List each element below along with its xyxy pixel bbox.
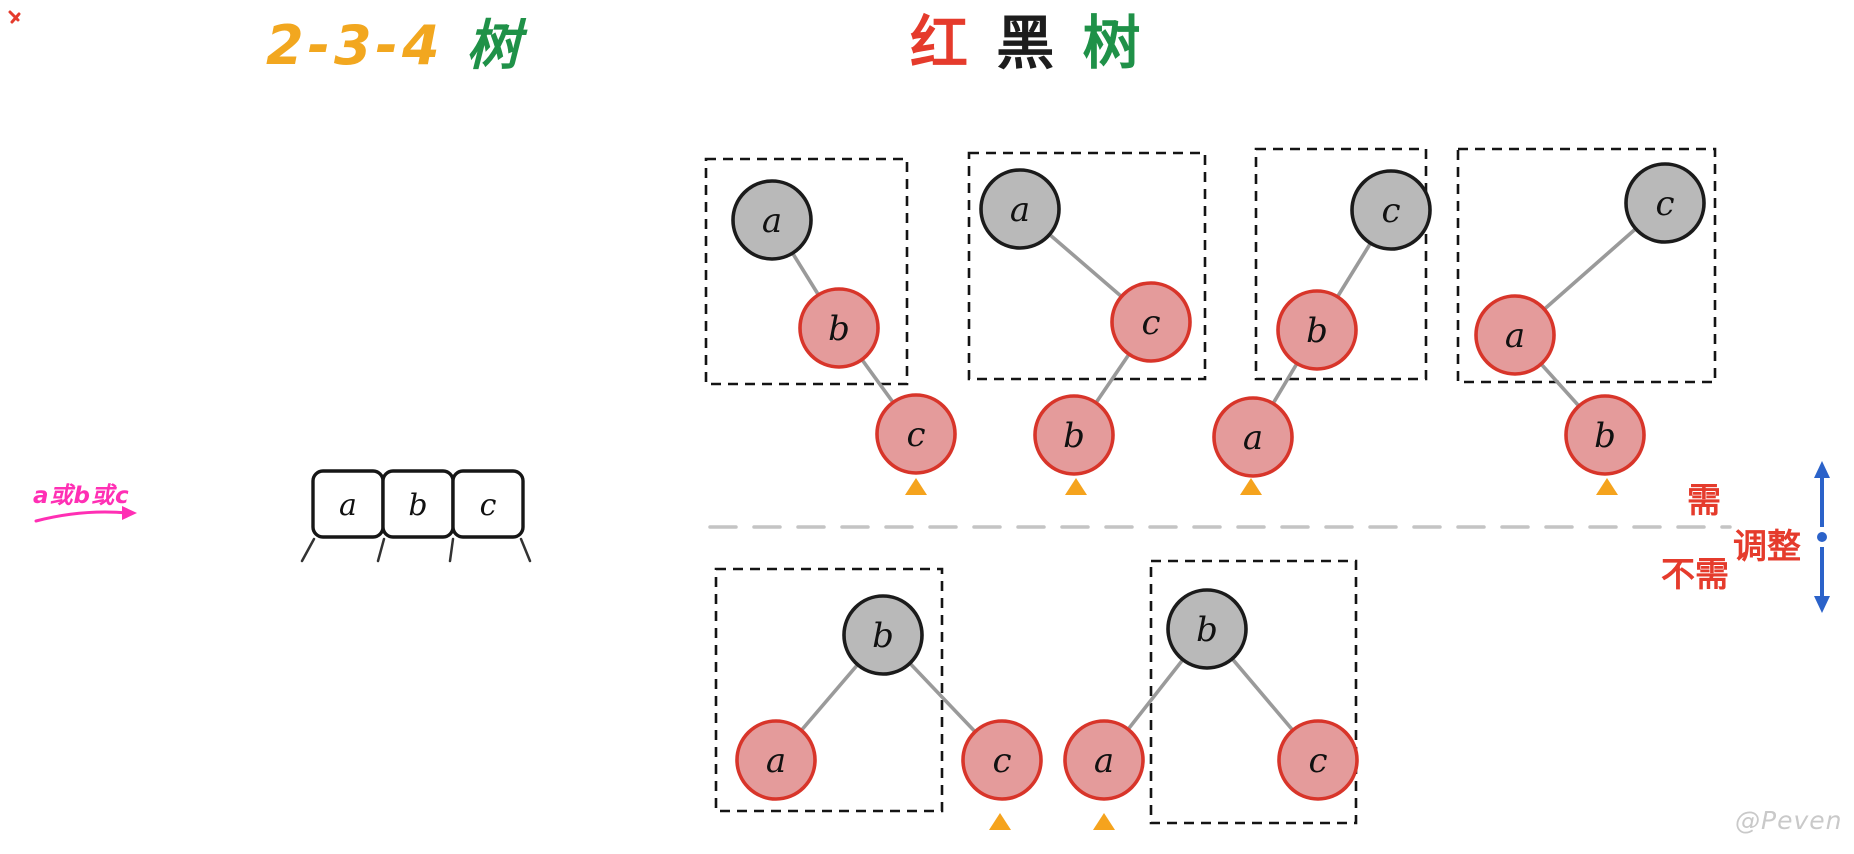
tree-node-black [731,179,813,261]
title-red-char: 红 [910,9,973,77]
insert-marker-triangle [1093,813,1115,830]
node234-cell-label: a [339,488,357,523]
tree-node-label: a [762,201,782,241]
child-pointer-tick [376,537,386,563]
tree-node-black [1624,162,1706,244]
title-black-char: 黑 [996,9,1059,77]
tree-node-black [979,168,1061,250]
tree-node-red [1277,719,1359,801]
tree-node-label: b [1063,416,1085,456]
group-dashed-box [1456,147,1717,384]
tree-node-label: b [1306,311,1328,351]
insert-marker-triangle [1596,478,1618,495]
child-pointer-tick [300,537,316,563]
tree-node-label: a [1505,316,1525,356]
title-234-tree: 2-3-4 树 [266,16,524,75]
insert-marker-triangle [1065,478,1087,495]
tree-node-red [735,719,817,801]
node234-cell-label: b [408,488,427,523]
blue-arrow-up-head [1814,461,1830,478]
tree-node-label: b [828,309,850,349]
annotation-a-or-b-or-c: a或b或c [33,483,130,509]
tree-node-label: b [1196,610,1218,650]
node234-cell [451,469,525,539]
insert-marker-triangle [1240,478,1262,495]
tree-node-label: b [872,616,894,656]
blue-arrow-mid-dot [1817,532,1827,542]
watermark: @Peven [1735,806,1843,835]
tree-node-red [875,393,957,475]
title-red-black-tree: 红 黑 树 [910,9,1145,77]
tree-node-label: c [906,415,925,455]
group-dashed-box [1149,559,1358,825]
tree-node-black [842,594,924,676]
tree-node-label: a [766,741,786,781]
tree-node-red [798,287,880,369]
blue-arrow-down-head [1814,596,1830,613]
tree-node-red [1564,394,1646,476]
group-dashed-box [714,567,944,813]
tree-node-label: a [1010,190,1030,230]
tree-node-red [1110,281,1192,363]
child-pointer-tick [519,537,532,563]
title-234-number: 2-3-4 [266,14,444,77]
tree-node-label: c [1308,741,1327,781]
tree-node-red [1212,396,1294,478]
tree-node-black [1350,169,1432,251]
pink-arrow-line [34,510,130,523]
node234-cell-label: c [480,488,497,523]
tree-node-red [961,719,1043,801]
tree-node-label: b [1594,416,1616,456]
tree-node-label: c [992,741,1011,781]
insert-marker-triangle [989,813,1011,830]
label-no-need-adjust: 不需 [1661,555,1729,595]
label-need-adjust: 需 [1687,481,1721,521]
tree-node-black [1166,588,1248,670]
group-dashed-box [967,151,1207,381]
tree-node-label: c [1655,184,1674,224]
tree-node-red [1276,289,1358,371]
title-234-tree-char: 树 [466,14,525,77]
tree-node-red [1474,294,1556,376]
insert-marker-triangle [905,478,927,495]
tree-node-red [1033,394,1115,476]
title-tree-char: 树 [1082,9,1145,77]
tree-node-label: a [1243,418,1263,458]
stray-pen-mark [8,10,21,24]
tree-node-label: c [1381,191,1400,231]
pink-arrow-head [122,506,137,520]
child-pointer-tick [448,537,455,563]
tree-node-label: a [1094,741,1114,781]
tree-node-red [1063,719,1145,801]
tree-node-label: c [1141,303,1160,343]
group-dashed-box [1254,147,1428,381]
group-dashed-box [704,157,909,386]
label-adjust: 调整 [1733,527,1801,567]
